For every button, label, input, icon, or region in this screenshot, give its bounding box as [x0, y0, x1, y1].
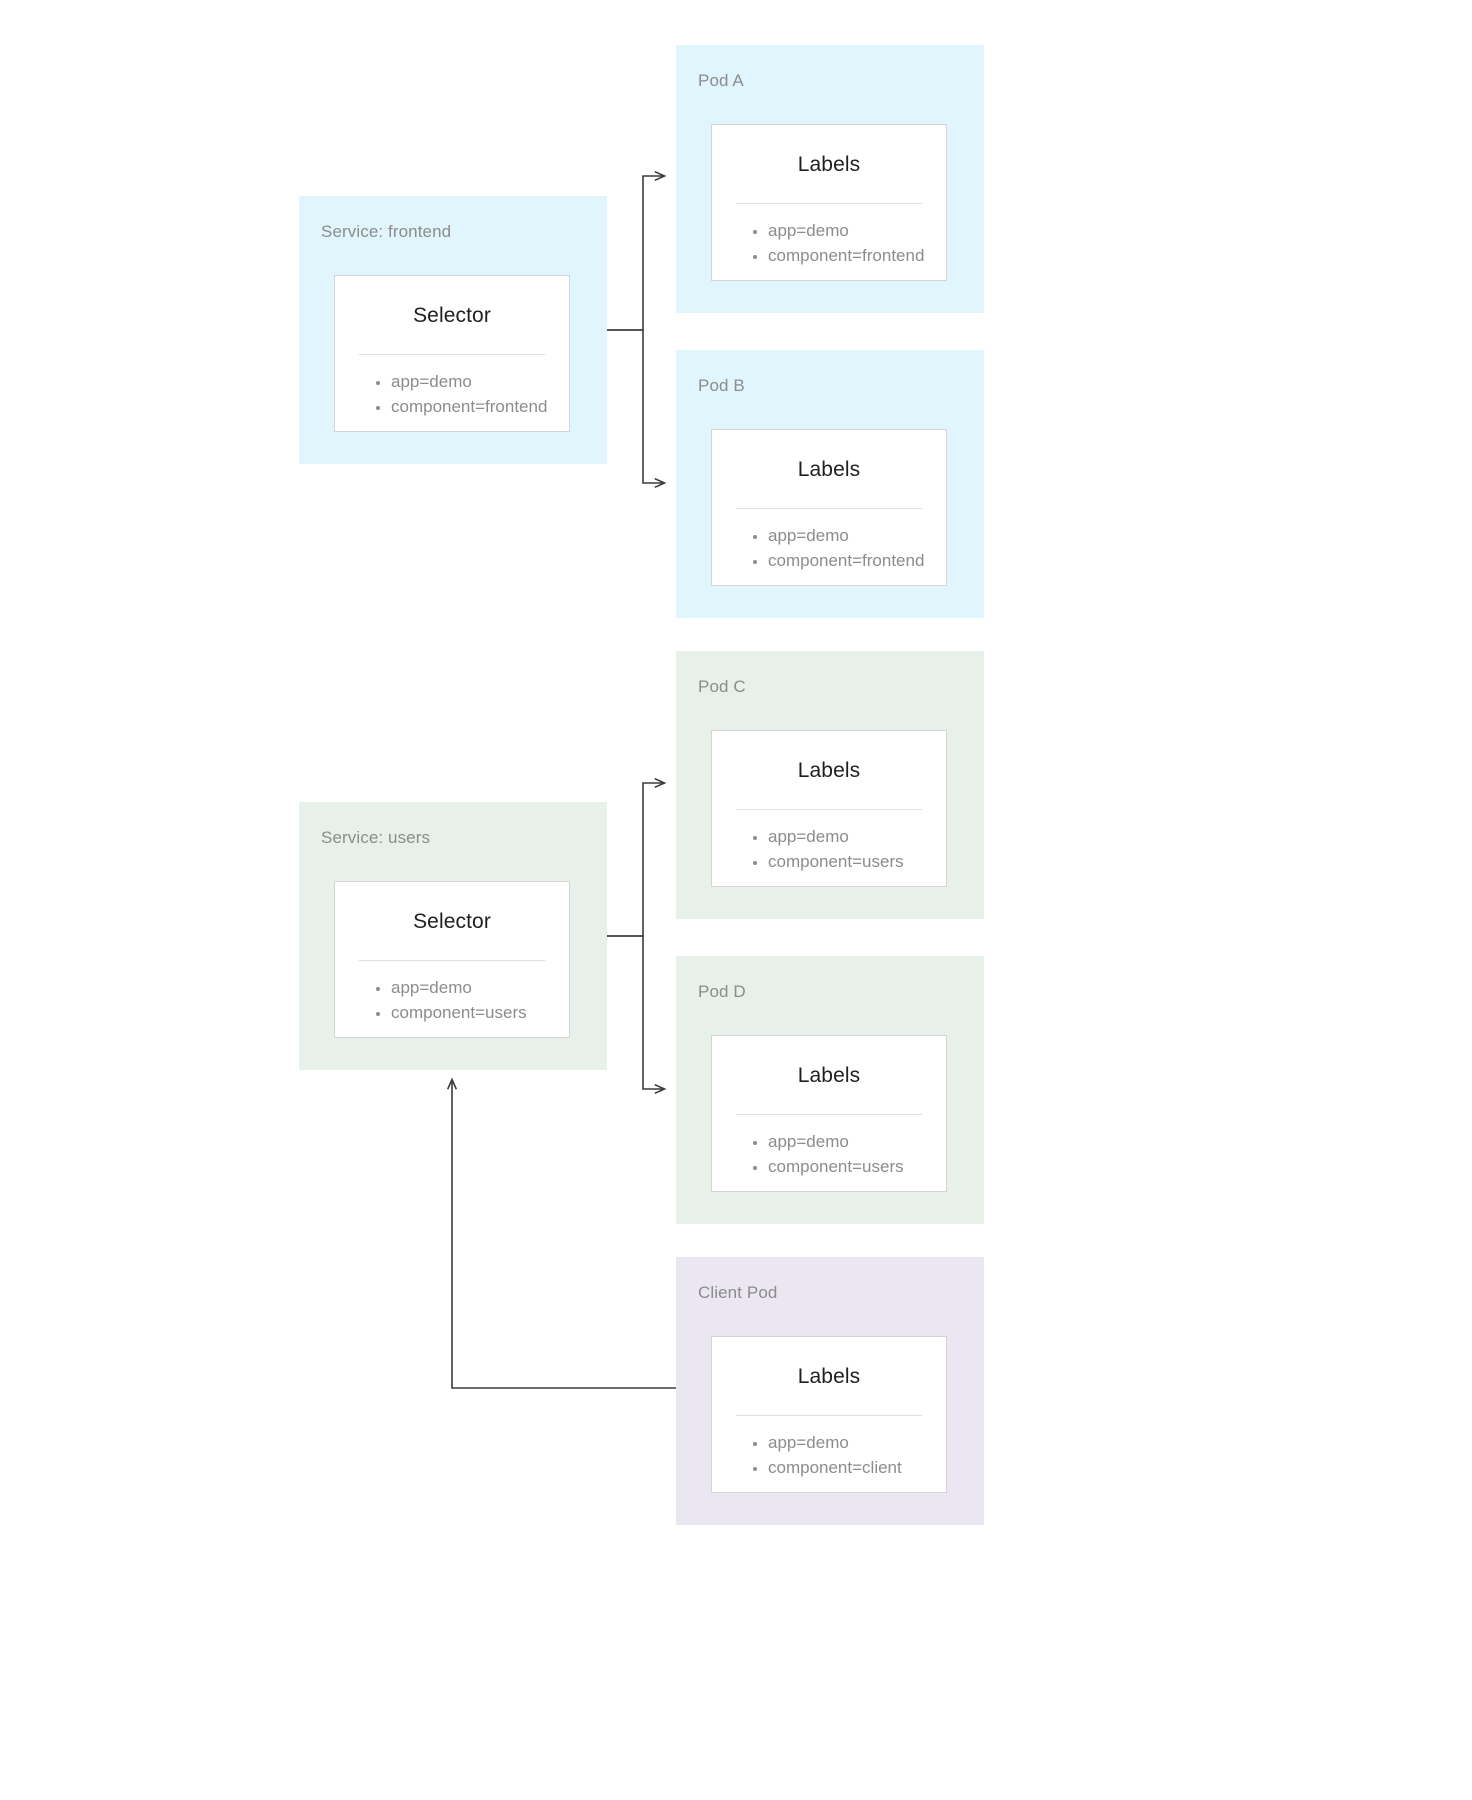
pod-b-divider — [736, 508, 922, 509]
pod-d-labels-card[interactable]: Labels app=demo component=users — [711, 1035, 947, 1192]
client-pod-divider — [736, 1415, 922, 1416]
list-item: app=demo — [768, 218, 946, 243]
service-users-card-title: Selector — [413, 910, 491, 933]
service-frontend-selector-list: app=demo component=frontend — [335, 369, 569, 419]
list-item: component=frontend — [768, 243, 946, 268]
client-pod-labels-card[interactable]: Labels app=demo component=client — [711, 1336, 947, 1493]
pod-a-labels-card[interactable]: Labels app=demo component=frontend — [711, 124, 947, 281]
client-pod-label-list: app=demo component=client — [712, 1430, 946, 1480]
service-frontend-title: Service: frontend — [321, 222, 452, 241]
pod-d-group[interactable]: Pod D Labels app=demo component=users — [676, 956, 984, 1224]
list-item: component=users — [391, 1000, 569, 1025]
list-item: component=frontend — [391, 394, 569, 419]
service-users-selector-list: app=demo component=users — [335, 975, 569, 1025]
pod-a-group[interactable]: Pod A Labels app=demo component=frontend — [676, 45, 984, 313]
client-pod-group[interactable]: Client Pod Labels app=demo component=cli… — [676, 1257, 984, 1525]
pod-b-group[interactable]: Pod B Labels app=demo component=frontend — [676, 350, 984, 618]
pod-c-card-title: Labels — [797, 759, 861, 782]
pod-c-label-list: app=demo component=users — [712, 824, 946, 874]
list-item: app=demo — [391, 369, 569, 394]
service-users-title: Service: users — [321, 828, 431, 847]
list-item: app=demo — [768, 523, 946, 548]
pod-a-title: Pod A — [698, 71, 744, 90]
pod-a-divider — [736, 203, 922, 204]
list-item: app=demo — [768, 1129, 946, 1154]
connector-client-to-users — [452, 1080, 676, 1389]
client-pod-card-title: Labels — [797, 1365, 861, 1388]
service-users-selector-card[interactable]: Selector app=demo component=users — [334, 881, 570, 1038]
pod-c-title: Pod C — [698, 677, 746, 696]
client-pod-title: Client Pod — [698, 1283, 778, 1302]
service-frontend-selector-card[interactable]: Selector app=demo component=frontend — [334, 275, 570, 432]
service-frontend-card-title: Selector — [413, 304, 491, 327]
pod-c-divider — [736, 809, 922, 810]
pod-d-label-list: app=demo component=users — [712, 1129, 946, 1179]
pod-a-label-list: app=demo component=frontend — [712, 218, 946, 268]
service-frontend-divider — [359, 354, 545, 355]
connector-users-to-pods — [607, 783, 664, 1089]
pod-c-group[interactable]: Pod C Labels app=demo component=users — [676, 651, 984, 919]
pod-b-labels-card[interactable]: Labels app=demo component=frontend — [711, 429, 947, 586]
connector-frontend-to-pods — [607, 176, 664, 483]
pod-d-divider — [736, 1114, 922, 1115]
pod-a-card-title: Labels — [797, 153, 861, 176]
pod-b-label-list: app=demo component=frontend — [712, 523, 946, 573]
pod-c-labels-card[interactable]: Labels app=demo component=users — [711, 730, 947, 887]
pod-b-card-title: Labels — [797, 458, 861, 481]
list-item: app=demo — [391, 975, 569, 1000]
pod-d-card-title: Labels — [797, 1064, 861, 1087]
list-item: component=users — [768, 1154, 946, 1179]
pod-b-title: Pod B — [698, 376, 745, 395]
list-item: component=client — [768, 1455, 946, 1480]
list-item: component=frontend — [768, 548, 946, 573]
list-item: component=users — [768, 849, 946, 874]
service-frontend-group[interactable]: Service: frontend Selector app=demo comp… — [299, 196, 607, 464]
service-users-group[interactable]: Service: users Selector app=demo compone… — [299, 802, 607, 1070]
pod-d-title: Pod D — [698, 982, 746, 1001]
service-users-divider — [359, 960, 545, 961]
list-item: app=demo — [768, 1430, 946, 1455]
list-item: app=demo — [768, 824, 946, 849]
